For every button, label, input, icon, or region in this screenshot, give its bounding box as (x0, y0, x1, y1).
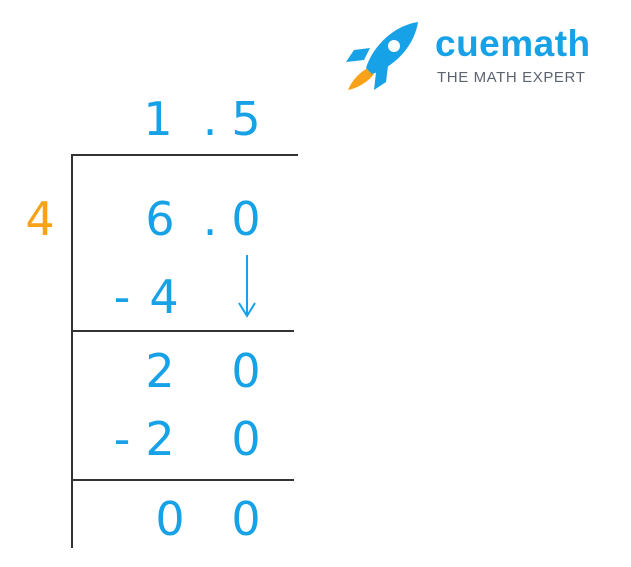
step2-subtrahend-digit-2: 0 (231, 412, 261, 466)
step1-line (71, 330, 294, 332)
brand-name: cuemath (435, 23, 591, 64)
step1-remainder-digit-2: 0 (231, 344, 261, 398)
step1-subtrahend: 4 (149, 270, 179, 324)
divisor: 4 (25, 192, 55, 246)
quotient-digit-1: 1 (143, 92, 173, 146)
rocket-icon (346, 22, 418, 90)
dividend-decimal-point: . (202, 192, 218, 246)
division-bar (71, 154, 298, 156)
arrow-down-icon (238, 255, 256, 318)
step1-minus-sign: - (113, 270, 131, 324)
brand-tagline: THE MATH EXPERT (437, 69, 586, 86)
quotient-digit-2: 5 (231, 92, 261, 146)
quotient-decimal-point: . (202, 92, 218, 146)
final-remainder-digit-2: 0 (231, 492, 261, 546)
final-remainder-digit-1: 0 (155, 492, 185, 546)
division-bracket (71, 154, 73, 548)
dividend-digit-1: 6 (145, 192, 175, 246)
step2-minus-sign: - (113, 412, 131, 466)
step1-remainder-digit-1: 2 (145, 344, 175, 398)
dividend-digit-2: 0 (231, 192, 261, 246)
step2-subtrahend-digit-1: 2 (145, 412, 175, 466)
step2-line (71, 479, 294, 481)
